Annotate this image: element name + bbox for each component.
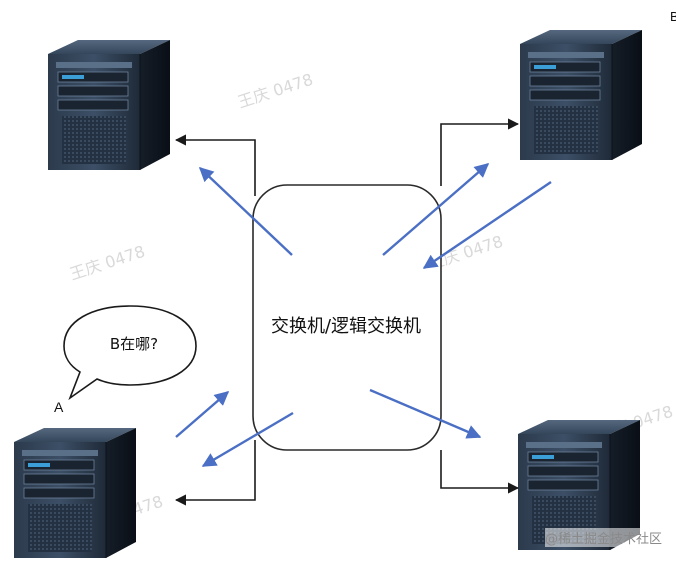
link-to-bottom-left (174, 440, 256, 506)
switch-box (252, 184, 442, 451)
server-icon-top-right (519, 29, 643, 161)
switch-label: 交换机/逻辑交换机 (270, 316, 422, 337)
faint-watermark: 王庆 0478 (67, 242, 147, 284)
request-arrow-from-a (175, 391, 230, 438)
host-b-label: B (670, 9, 676, 24)
reply-arrow-from-b (422, 181, 552, 269)
host-a-label: A (54, 399, 64, 415)
flood-arrow-bottom-left (201, 411, 294, 468)
site-watermark: @稀土掘金技术社区 (544, 528, 662, 547)
server-icon-top-left (47, 39, 171, 171)
server-icon-bottom-left (13, 427, 137, 559)
speech-bubble-text: B在哪? (109, 335, 159, 353)
flood-arrow-top-right (382, 163, 490, 256)
link-to-top-left (174, 134, 256, 196)
flood-arrow-bottom-right (369, 388, 482, 439)
speech-bubble (63, 305, 197, 401)
flood-arrow-top-left (198, 167, 293, 256)
link-to-top-right (440, 118, 520, 186)
faint-watermark: 王庆 0478 (235, 70, 315, 112)
link-to-bottom-right (440, 450, 520, 494)
